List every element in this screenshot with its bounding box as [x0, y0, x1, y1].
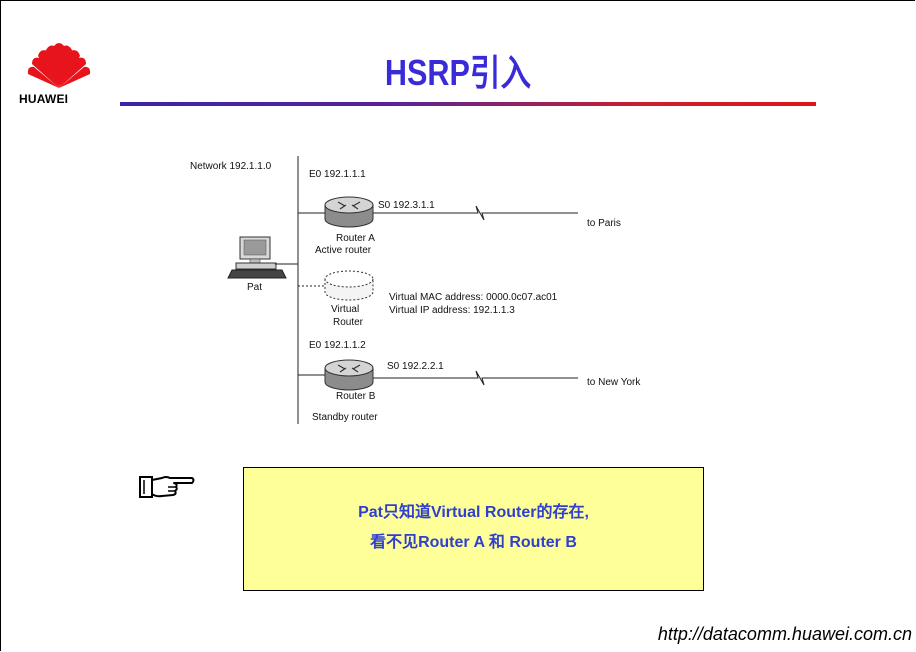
pointing-hand-icon [139, 476, 195, 498]
router-a-s0-label: S0 192.3.1.1 [378, 200, 435, 211]
callout-box [243, 467, 704, 591]
router-a-name: Router A [336, 233, 375, 244]
router-b-name: Router B [336, 391, 376, 402]
router-b-role: Standby router [312, 412, 378, 423]
router-b-icon [324, 359, 374, 391]
virtual-router-name-line1: Virtual [331, 304, 359, 315]
router-b-s0-label: S0 192.2.2.1 [387, 361, 444, 372]
router-a-role: Active router [315, 245, 372, 256]
router-a-serial-link [373, 205, 578, 221]
router-b-e0-label: E0 192.1.1.2 [309, 340, 366, 351]
router-a-icon [324, 196, 374, 228]
router-b-serial-link [373, 370, 578, 386]
virtual-router-icon [324, 270, 374, 301]
router-a-e0-label: E0 192.1.1.1 [309, 169, 366, 180]
network-label: Network 192.1.1.0 [190, 161, 272, 172]
pc-icon [227, 236, 287, 279]
callout-line-2: 看不见Router A 和 Router B [370, 534, 577, 551]
virtual-router-name-line2: Router [333, 317, 364, 328]
page-title: HSRP引入 [384, 52, 532, 93]
huawei-logo-text: HUAWEI [19, 92, 69, 106]
footer-url: http://datacomm.huawei.com.cn [657, 624, 912, 644]
virtual-ip-label: Virtual IP address: 192.1.1.3 [389, 305, 515, 316]
huawei-logo-icon [27, 43, 91, 88]
virtual-mac-label: Virtual MAC address: 0000.0c07.ac01 [389, 292, 558, 303]
host-label: Pat [247, 282, 262, 293]
callout-line-1: Pat只知道Virtual Router的存在, [358, 504, 589, 521]
router-a-destination: to Paris [587, 218, 621, 229]
title-underline [120, 102, 816, 106]
router-b-destination: to New York [587, 377, 641, 388]
